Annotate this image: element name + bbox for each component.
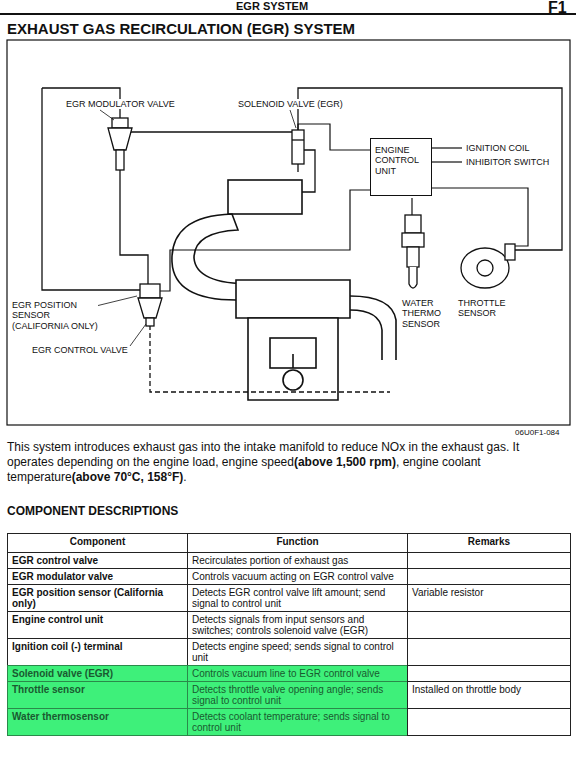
signal-label: INHIBITOR SWITCH <box>466 157 549 167</box>
column-heading: Remarks <box>412 536 566 547</box>
table-cell: Detects EGR control valve lift amount; s… <box>187 584 408 612</box>
exhaust-passage <box>150 325 390 392</box>
component-name: EGR position sensor (California only) <box>12 587 183 609</box>
part-label: EGR POSITION SENSOR (CALIFORNIA ONLY) <box>12 300 98 331</box>
table-cell: Detects coolant temperature; sends signa… <box>187 708 408 736</box>
table-cell: EGR position sensor (California only) <box>7 584 188 612</box>
figure-code: 06U0F1-084 <box>515 428 559 437</box>
part-label: THROTTLE SENSOR <box>458 298 520 319</box>
table-header-cell: Remarks <box>407 533 571 553</box>
table-cell: Solenoid valve (EGR) <box>7 665 188 682</box>
component-name: Ignition coil (-) terminal <box>12 641 183 652</box>
component-name: Solenoid valve (EGR) <box>12 668 183 679</box>
component-name: Engine control unit <box>12 614 183 625</box>
throttle-sensor-symbol <box>461 244 515 288</box>
table-cell: EGR modulator valve <box>7 568 188 585</box>
water-thermo-sensor-symbol <box>402 215 424 288</box>
part-label: EGR CONTROL VALVE <box>32 345 128 355</box>
box-text: ENGINE CONTROL UNIT <box>375 145 427 176</box>
paragraph-text: . <box>183 470 186 484</box>
egr-control-valve-symbol <box>138 284 162 326</box>
section-code: F1 <box>548 0 567 17</box>
function-text: Detects EGR control valve lift amount; s… <box>192 587 403 609</box>
diagram-frame <box>7 40 570 425</box>
function-text: Recirculates portion of exhaust gas <box>192 555 403 566</box>
modulator-valve-symbol <box>108 118 132 170</box>
bold-condition: (above 1,500 rpm) <box>294 455 396 469</box>
column-heading: Component <box>12 536 183 547</box>
table-cell: Detects signals from input sensors and s… <box>187 611 408 639</box>
table-cell: EGR control valve <box>7 552 188 569</box>
column-heading: Function <box>192 536 403 547</box>
section-heading: COMPONENT DESCRIPTIONS <box>7 505 178 519</box>
table-header-cell: Function <box>187 533 408 553</box>
vacuum-hoses <box>42 88 562 290</box>
part-label: SOLENOID VALVE (EGR) <box>238 99 343 109</box>
component-name: Water thermosensor <box>12 711 183 722</box>
table-cell: Controls vacuum line to EGR control valv… <box>187 665 408 682</box>
function-text: Detects signals from input sensors and s… <box>192 614 403 636</box>
table-cell: Detects engine speed; sends signal to co… <box>187 638 408 666</box>
part-label: EGR MODULATOR VALVE <box>66 99 175 109</box>
header-rule <box>0 13 576 15</box>
table-cell: Variable resistor <box>407 584 571 612</box>
component-name: Throttle sensor <box>12 684 183 695</box>
page-header: EGR SYSTEM <box>236 0 308 13</box>
leader-lines <box>96 110 296 346</box>
table-cell <box>407 665 571 682</box>
table-header-cell: Component <box>7 533 188 553</box>
diagram-title: EXHAUST GAS RECIRCULATION (EGR) SYSTEM <box>7 20 355 37</box>
component-name: EGR modulator valve <box>12 571 183 582</box>
control-unit-box: ENGINE CONTROL UNIT <box>370 138 432 196</box>
table-cell: Water thermosensor <box>7 708 188 736</box>
table-cell: Installed on throttle body <box>407 681 571 709</box>
function-text: Controls vacuum acting on EGR control va… <box>192 571 403 582</box>
table-cell: Controls vacuum acting on EGR control va… <box>187 568 408 585</box>
function-text: Controls vacuum line to EGR control valv… <box>192 668 403 679</box>
table-cell <box>407 638 571 666</box>
engine-block <box>236 280 396 400</box>
function-text: Detects throttle valve opening angle; se… <box>192 684 403 706</box>
remark-text: Installed on throttle body <box>412 684 566 695</box>
table-cell <box>407 568 571 585</box>
function-text: Detects engine speed; sends signal to co… <box>192 641 403 663</box>
bold-condition: (above 70°C, 158°F) <box>72 470 184 484</box>
solenoid-valve-symbol <box>292 130 304 172</box>
table-cell: Recirculates portion of exhaust gas <box>187 552 408 569</box>
remark-text: Variable resistor <box>412 587 566 598</box>
table-cell: Throttle sensor <box>7 681 188 709</box>
function-text: Detects coolant temperature; sends signa… <box>192 711 403 733</box>
part-label: WATER THERMO SENSOR <box>402 298 454 329</box>
table-cell: Detects throttle valve opening angle; se… <box>187 681 408 709</box>
component-name: EGR control valve <box>12 555 183 566</box>
table-cell: Ignition coil (-) terminal <box>7 638 188 666</box>
table-cell <box>407 611 571 639</box>
table-cell <box>407 708 571 736</box>
table-cell <box>407 552 571 569</box>
table-cell: Engine control unit <box>7 611 188 639</box>
signal-label: IGNITION COIL <box>466 143 530 153</box>
description-paragraph: This system introduces exhaust gas into … <box>7 440 569 485</box>
